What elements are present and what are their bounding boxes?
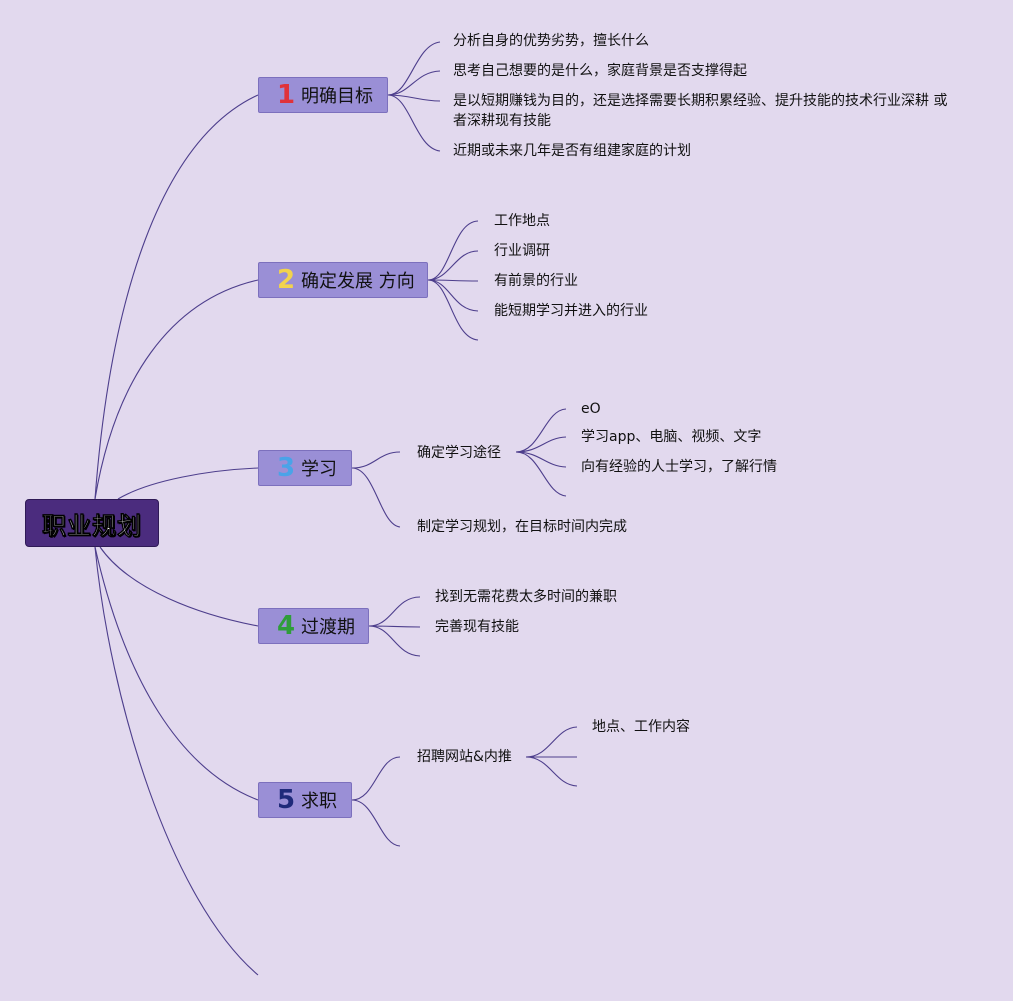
leaf-2-1[interactable]: 工作地点 <box>494 213 550 229</box>
subtopic-5-1[interactable]: 招聘网站&内推 <box>417 749 512 765</box>
leaf-3-1-1[interactable]: eO <box>581 401 601 417</box>
link-b4-l1 <box>368 596 421 627</box>
leaf-2-4[interactable]: 能短期学习并进入的行业 <box>494 303 648 319</box>
link-root-extra <box>94 546 259 976</box>
link-b3-s1-c3 <box>515 451 567 468</box>
link-b2-l5 <box>427 279 479 341</box>
branch-number-2: 2 <box>277 265 296 295</box>
branch-number-5: 5 <box>277 785 296 815</box>
link-b5-s1-c1 <box>525 726 578 758</box>
leaf-2-2[interactable]: 行业调研 <box>494 243 550 259</box>
link-b3-s2 <box>351 467 401 528</box>
branch-label-2: 确定发展 方向 <box>301 271 415 292</box>
leaf-4-2[interactable]: 完善现有技能 <box>435 619 519 635</box>
link-root-b2 <box>94 279 259 500</box>
link-root-b1 <box>94 94 259 500</box>
link-b3-s1-c1 <box>515 408 567 453</box>
branch-node-1[interactable]: 1 明确目标 <box>258 77 388 113</box>
branch-label-3: 学习 <box>301 459 337 480</box>
branch-node-3[interactable]: 3 学习 <box>258 450 352 486</box>
leaf-1-2[interactable]: 思考自己想要的是什么，家庭背景是否支撑得起 <box>453 63 747 79</box>
link-b2-l2 <box>427 250 479 281</box>
link-b3-s1 <box>351 451 401 469</box>
leaf-1-4[interactable]: 近期或未来几年是否有组建家庭的计划 <box>453 143 691 159</box>
leaf-1-3[interactable]: 是以短期赚钱为目的，还是选择需要长期积累经验、提升技能的技术行业深耕 或者深耕现… <box>453 93 948 129</box>
link-b4-l3 <box>368 625 421 657</box>
subtopic-3-1[interactable]: 确定学习途径 <box>417 445 501 461</box>
link-b2-l4 <box>427 279 479 312</box>
branch-node-5[interactable]: 5 求职 <box>258 782 352 818</box>
link-b1-l1 <box>387 41 441 96</box>
link-b5-s1-c3 <box>525 756 578 787</box>
branch-number-4: 4 <box>277 611 296 641</box>
root-label: 职业规划 <box>42 511 142 540</box>
link-b2-l1 <box>427 220 479 281</box>
leaf-5-1-1[interactable]: 地点、工作内容 <box>592 719 690 735</box>
branch-number-3: 3 <box>277 453 296 483</box>
branch-node-2[interactable]: 2 确定发展 方向 <box>258 262 428 298</box>
link-b1-l4 <box>387 94 441 152</box>
link-root-b3 <box>117 467 259 500</box>
link-root-b5 <box>94 546 259 801</box>
branch-label-1: 明确目标 <box>301 86 373 107</box>
branch-label-5: 求职 <box>301 791 337 812</box>
link-b5-s1 <box>351 756 401 801</box>
root-node[interactable]: 职业规划 <box>25 499 159 547</box>
leaf-3-1-3[interactable]: 向有经验的人士学习，了解行情 <box>581 459 777 475</box>
leaf-1-1[interactable]: 分析自身的优势劣势，擅长什么 <box>453 33 649 49</box>
leaf-3-1-2[interactable]: 学习app、电脑、视频、文字 <box>581 429 762 445</box>
link-b1-l3 <box>387 94 441 102</box>
link-b1-l2 <box>387 70 441 96</box>
leaf-4-1[interactable]: 找到无需花费太多时间的兼职 <box>435 589 617 605</box>
branch-node-4[interactable]: 4 过渡期 <box>258 608 369 644</box>
subtopic-3-2[interactable]: 制定学习规划，在目标时间内完成 <box>417 519 627 535</box>
link-b3-s1-c2 <box>515 436 567 453</box>
branch-label-4: 过渡期 <box>301 617 355 638</box>
branch-number-1: 1 <box>277 80 296 110</box>
link-b3-s1-c4 <box>515 451 567 497</box>
link-b5-s2 <box>351 799 401 847</box>
link-root-b4 <box>99 546 259 627</box>
leaf-2-3[interactable]: 有前景的行业 <box>494 273 578 289</box>
